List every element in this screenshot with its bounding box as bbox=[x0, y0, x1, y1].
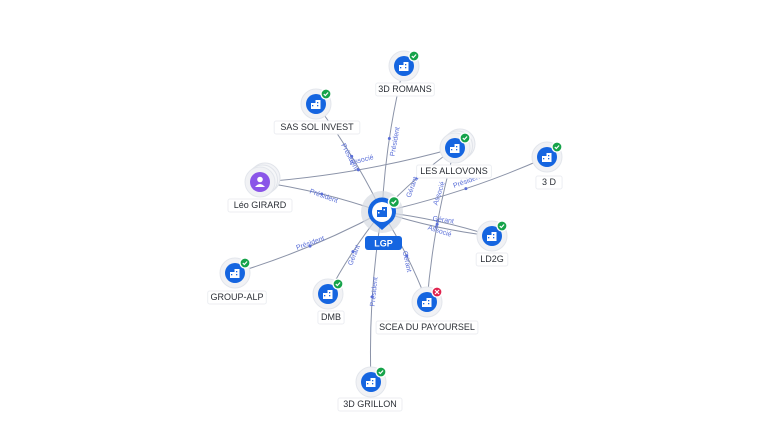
edge-arrow bbox=[308, 244, 312, 248]
node-label: LES ALLOVONS bbox=[420, 166, 488, 176]
edge-arrow bbox=[405, 254, 409, 258]
check-icon bbox=[378, 370, 384, 375]
edge-label: Gérant bbox=[347, 244, 362, 267]
graph-node-3d[interactable]: 3 D bbox=[531, 141, 563, 190]
check-icon bbox=[391, 199, 397, 205]
node-label-bg bbox=[337, 397, 403, 412]
graph-node-scea[interactable]: SCEA DU PAYOURSEL bbox=[375, 286, 479, 335]
company-icon bbox=[422, 298, 432, 307]
edge-arrow bbox=[464, 187, 468, 191]
node-label: LD2G bbox=[480, 254, 504, 264]
graph-node-allovons[interactable]: LES ALLOVONS bbox=[416, 128, 492, 179]
center-node[interactable]: LGP bbox=[361, 191, 403, 250]
check-icon bbox=[323, 92, 329, 97]
check-icon bbox=[335, 282, 341, 287]
edge-arrow bbox=[370, 295, 374, 299]
node-label-bg bbox=[535, 175, 563, 190]
edge-label: Président bbox=[295, 235, 325, 252]
node-label: SAS SOL INVEST bbox=[280, 122, 354, 132]
edge-label: Gérant bbox=[401, 250, 412, 272]
node-label: 3D GRILLON bbox=[343, 399, 397, 409]
company-icon bbox=[487, 232, 497, 241]
check-icon bbox=[554, 145, 560, 150]
cross-icon bbox=[434, 289, 440, 295]
person-icon bbox=[255, 176, 265, 187]
node-label-bg bbox=[416, 164, 492, 179]
edge-label: Associé bbox=[432, 181, 446, 207]
check-icon bbox=[462, 136, 468, 141]
edge-label: Président bbox=[308, 188, 338, 205]
node-label-bg bbox=[273, 120, 361, 135]
company-icon bbox=[542, 153, 552, 162]
node-label: GROUP-ALP bbox=[210, 292, 263, 302]
company-icon bbox=[323, 290, 333, 299]
graph-node-girard[interactable]: Léo GIRARD bbox=[227, 162, 293, 213]
node-label-bg bbox=[375, 320, 479, 335]
center-label-badge bbox=[365, 236, 402, 250]
edge-arrow bbox=[356, 168, 360, 172]
company-icon bbox=[366, 378, 376, 387]
graph-node-dmb[interactable]: DMB bbox=[312, 278, 345, 325]
company-icon bbox=[230, 269, 240, 278]
node-label: DMB bbox=[321, 312, 341, 322]
edge-label: Président bbox=[390, 127, 402, 157]
company-icon bbox=[450, 144, 460, 153]
node-label: 3 D bbox=[542, 177, 557, 187]
edge-label: Gérant bbox=[406, 176, 420, 199]
edge-arrow bbox=[351, 250, 355, 254]
edge-label: Gérant bbox=[432, 216, 454, 226]
graph-node-romans[interactable]: 3D ROMANS bbox=[375, 50, 435, 97]
company-icon bbox=[399, 62, 409, 71]
edge-arrow bbox=[320, 192, 324, 196]
graph-node-alp[interactable]: GROUP-ALP bbox=[207, 257, 267, 305]
edge-arrow bbox=[435, 222, 439, 226]
edge-label: Président bbox=[369, 277, 379, 307]
graph-node-solinv[interactable]: SAS SOL INVEST bbox=[273, 88, 361, 135]
node-label-bg bbox=[317, 310, 345, 325]
edge-label: Associé bbox=[427, 224, 453, 238]
nodes-layer: 3D ROMANS SAS SOL INVEST LES ALLOVONS 3 D Lé… bbox=[207, 50, 563, 412]
node-label-bg bbox=[227, 198, 293, 213]
check-icon bbox=[411, 54, 417, 59]
check-icon bbox=[499, 224, 505, 229]
node-label-bg bbox=[375, 82, 435, 97]
node-label: Léo GIRARD bbox=[234, 200, 287, 210]
edge-arrow bbox=[387, 136, 391, 140]
company-icon bbox=[377, 207, 387, 217]
edge-labels-layer: PrésidentPrésidentGérantAssociéPrésident… bbox=[295, 127, 482, 307]
node-label: 3D ROMANS bbox=[378, 84, 432, 94]
graph-node-grillon[interactable]: 3D GRILLON bbox=[337, 366, 403, 412]
company-icon bbox=[311, 100, 321, 109]
edge-arrow bbox=[350, 154, 354, 158]
center-label: LGP bbox=[374, 239, 393, 249]
node-label-bg bbox=[207, 290, 267, 305]
node-label-bg bbox=[475, 252, 509, 267]
node-label: SCEA DU PAYOURSEL bbox=[379, 322, 475, 332]
check-icon bbox=[242, 261, 248, 266]
graph-node-ld2g[interactable]: LD2G bbox=[475, 220, 509, 267]
